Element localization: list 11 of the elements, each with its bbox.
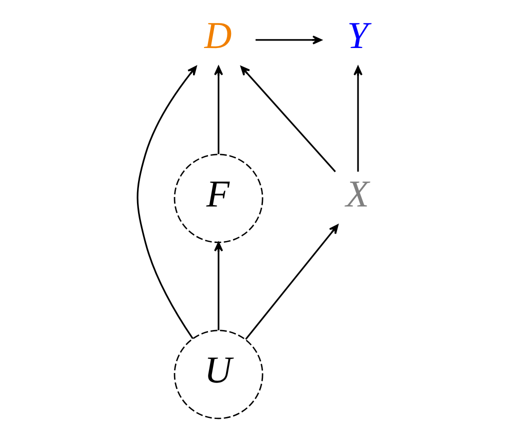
arrow [255,36,322,44]
arrow [214,66,223,154]
node-circle: U [173,330,263,420]
node-text: D [204,14,232,57]
arrow [214,242,223,330]
arrow [244,224,338,340]
node-text: X [345,173,368,216]
node-circle: F [173,154,263,244]
arrow [136,66,196,340]
arrow [240,66,336,172]
arrow [353,66,362,172]
